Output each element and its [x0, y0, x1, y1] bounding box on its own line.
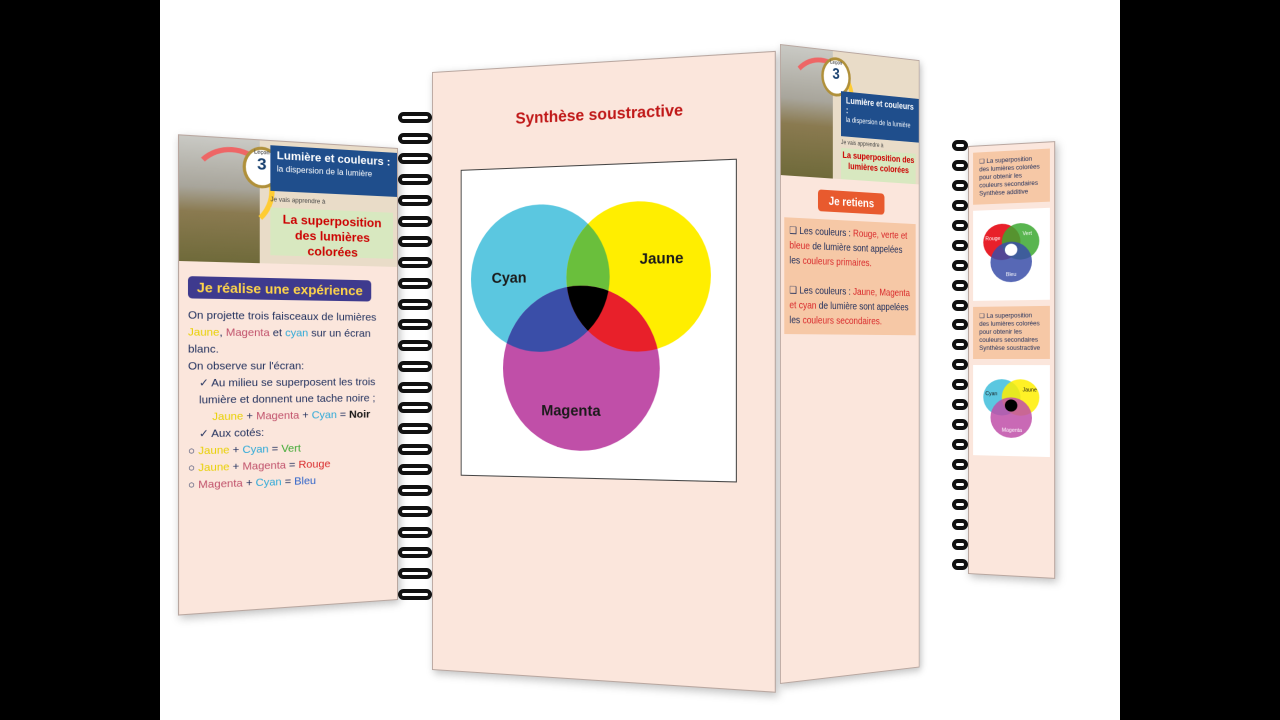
venn-blue-overlap: [503, 284, 588, 350]
check-icon: ✓: [199, 376, 209, 390]
venn-label-cyan: Cyan: [492, 270, 527, 287]
spiral-ring: [952, 538, 968, 550]
spiral-ring: [952, 159, 968, 171]
spiral-ring: [398, 381, 432, 393]
far-note-subtractive: ❑ La superposition des lumières colorées…: [973, 305, 1050, 359]
spiral-binding-right: [952, 140, 968, 570]
spiral-ring: [398, 174, 432, 186]
spiral-ring: [398, 112, 432, 123]
spiral-ring: [398, 215, 432, 227]
spiral-ring: [952, 518, 968, 530]
spiral-ring: [952, 419, 968, 431]
spiral-ring: [952, 439, 968, 451]
spiral-ring: [952, 478, 968, 490]
circle-icon: ○: [187, 478, 196, 492]
venn-cyan-circle: [470, 202, 610, 352]
far-note-additive: ❑ La superposition des lumières colorées…: [973, 148, 1050, 205]
mini-venn-additive: Rouge Vert Bleu: [973, 207, 1050, 301]
spiral-ring: [952, 558, 968, 570]
spiral-ring: [952, 498, 968, 510]
spiral-ring: [398, 360, 432, 372]
spiral-ring: [952, 259, 968, 271]
lesson-small-line: Je vais apprendre à: [270, 197, 326, 206]
spiral-ring: [398, 526, 432, 538]
mini-label-magenta: Magenta: [1002, 427, 1023, 434]
spiral-ring: [398, 257, 432, 269]
spiral-ring: [398, 277, 432, 289]
spiral-ring: [398, 443, 432, 455]
spiral-ring: [398, 340, 432, 352]
spiral-ring: [952, 279, 968, 291]
mini-label-jaune: Jaune: [1023, 387, 1038, 393]
spiral-ring: [952, 199, 968, 211]
spiral-ring: [398, 423, 432, 435]
spiral-ring: [398, 402, 432, 414]
venn-label-yellow: Jaune: [640, 250, 684, 268]
mini-label-rouge: Rouge: [985, 236, 1000, 243]
spiral-ring: [398, 194, 432, 206]
spiral-ring: [398, 568, 432, 580]
spiral-ring: [398, 547, 432, 559]
center-title: Synthèse soustractive: [515, 101, 684, 128]
experiment-text: On projette trois faisceaux de lumières …: [179, 307, 397, 494]
spiral-ring: [398, 236, 432, 248]
spiral-ring: [952, 359, 968, 371]
circle-icon: ○: [187, 461, 196, 475]
spiral-ring: [952, 299, 968, 311]
spiral-ring: [398, 588, 432, 600]
lesson-title-band: Lumière et couleurs : la dispersion de l…: [270, 145, 398, 197]
mini-magenta-circle: [990, 397, 1032, 439]
lesson-title-band: Lumière et couleurs : la dispersion de l…: [841, 91, 919, 143]
spiral-ring: [398, 464, 432, 476]
square-bullet-icon: ❑: [979, 159, 985, 166]
square-bullet-icon: ❑: [789, 285, 797, 297]
mini-label-vert: Vert: [1023, 231, 1033, 238]
venn-red-overlap: [550, 284, 660, 342]
experiment-heading: Je réalise une expérience: [187, 276, 371, 302]
venn-label-magenta: Magenta: [541, 403, 601, 420]
spiral-binding-left: [398, 112, 432, 600]
check-icon: ✓: [199, 427, 209, 441]
venn-diagram: Cyan Jaune Magenta: [460, 158, 737, 483]
spiral-ring: [952, 319, 968, 331]
observe-line: On observe sur l'écran:: [187, 360, 305, 373]
spiral-ring: [952, 399, 968, 411]
square-bullet-icon: ❑: [979, 313, 985, 320]
mini-blue-circle: [990, 241, 1032, 283]
spiral-ring: [952, 339, 968, 351]
spiral-ring: [398, 319, 432, 331]
je-retiens-label: Je retiens: [817, 189, 885, 215]
square-bullet-icon: ❑: [789, 225, 797, 237]
spiral-ring: [398, 153, 432, 165]
spiral-ring: [398, 505, 432, 517]
spiral-ring: [952, 140, 968, 151]
spiral-ring: [952, 379, 968, 391]
center-page: Synthèse soustractive Cyan Jaune Magenta: [432, 50, 776, 693]
mini-label-cyan: Cyan: [985, 391, 997, 397]
venn-svg: Cyan Jaune Magenta: [470, 198, 711, 453]
far-page: ❑ La superposition des lumières colorées…: [968, 141, 1056, 579]
spiral-ring: [398, 485, 432, 497]
spiral-ring: [952, 239, 968, 251]
spiral-ring: [952, 179, 968, 191]
mini-label-bleu: Bleu: [1006, 272, 1017, 279]
mini-venn-subtractive: Cyan Jaune Magenta: [973, 365, 1050, 458]
spiral-ring: [398, 298, 432, 310]
spiral-ring: [398, 132, 432, 144]
spiral-ring: [952, 219, 968, 231]
circle-icon: ○: [187, 444, 196, 458]
primary-colors-box: ❑ Les couleurs : Rouge, verte et bleue d…: [784, 217, 916, 336]
lesson-topic: La superposition des lumières colorées: [270, 207, 394, 260]
spiral-ring: [952, 459, 968, 470]
